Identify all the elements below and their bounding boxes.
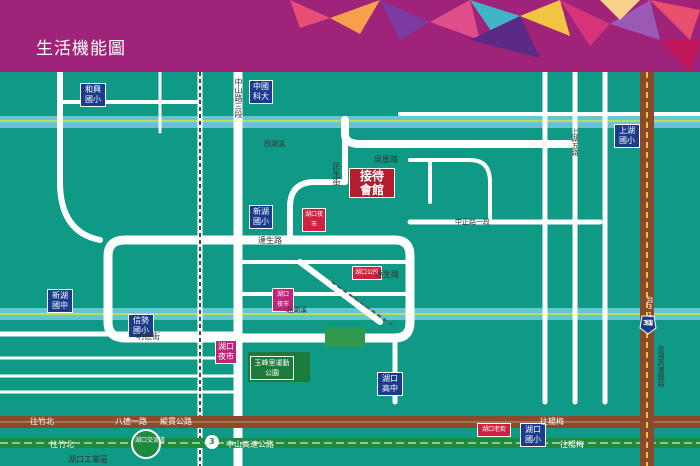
road-to-zhubei: 往竹北 (30, 417, 54, 426)
road-zhongshan3: 中山路三段 (234, 78, 243, 118)
road-beihu-stream: 北湖溪 (286, 306, 307, 314)
road-fuxing: 縱貫公路 (160, 417, 192, 426)
road-taiwan-hwy: 台灣高速鐵路 (657, 345, 665, 387)
school-huko-elem[interactable]: 湖口國小 (520, 423, 546, 447)
venue-line1: 接待 (359, 169, 384, 183)
route31-label: 31 (643, 319, 653, 327)
school-shanghu[interactable]: 上湖國小 (614, 124, 640, 148)
header-decoration (290, 0, 700, 72)
road-minsheng: 民生街 (332, 162, 341, 186)
road-zhongshan-hwy: 中山高速公路 (226, 440, 274, 449)
road-wuhu: 吳厝路 (374, 155, 398, 164)
page-title: 生活機能圖 (36, 39, 126, 59)
road-to-yangmei: 往楊梅 (540, 417, 564, 426)
route3-label: 3 (209, 437, 215, 446)
road-mingde: 明德街 (136, 332, 160, 341)
road-dasheng2: 達生路 (375, 270, 399, 279)
school-xinhu-mid[interactable]: 新湖國中 (47, 289, 73, 313)
road-to-zhubei-2: 往竹北 (50, 440, 74, 449)
school-zhongguo[interactable]: 中國科大 (249, 80, 273, 104)
venue-reception[interactable]: 接待 會館 (349, 168, 395, 198)
interchange-circle (131, 429, 161, 459)
school-huko-high[interactable]: 湖口高中 (377, 372, 403, 396)
road-lanhu: 湖口交流道 (135, 437, 166, 444)
road-zhongzheng: 中正路一段 (455, 218, 490, 226)
market-huko-park[interactable]: 湖口公所 (352, 266, 382, 280)
market-3[interactable]: 湖口夜市 (272, 288, 294, 312)
school-xinshi[interactable]: 信勢國小 (128, 314, 154, 338)
market-night2[interactable]: 湖口夜市 (302, 208, 326, 232)
header-banner: 生活機能圖 (0, 0, 700, 72)
park-lake[interactable]: 玉峰里運動公園 (250, 356, 294, 380)
road-huko-industrial: 湖口工業區 (68, 455, 108, 464)
road-to-yangmei-2: 往楊梅 (560, 440, 584, 449)
route3-shield (205, 435, 219, 449)
school-hexing[interactable]: 和興國小 (80, 83, 106, 107)
school-xinhu-elem[interactable]: 新湖國小 (249, 205, 273, 229)
market-huko-night[interactable]: 湖口夜市 (215, 340, 237, 364)
road-dasheng: 達生路 (258, 236, 282, 245)
market-huko-old[interactable]: 湖口老街 (477, 423, 511, 437)
road-shanghu5: 上湖五路 (571, 128, 579, 156)
road-bade: 八德一路 (115, 417, 147, 426)
venue-line2: 會館 (359, 183, 384, 197)
road-tai31: 台31線 (646, 296, 654, 326)
map-canvas (0, 72, 700, 466)
road-xihu-stream: 西湖溪 (264, 140, 285, 148)
route31-shield (639, 315, 657, 335)
